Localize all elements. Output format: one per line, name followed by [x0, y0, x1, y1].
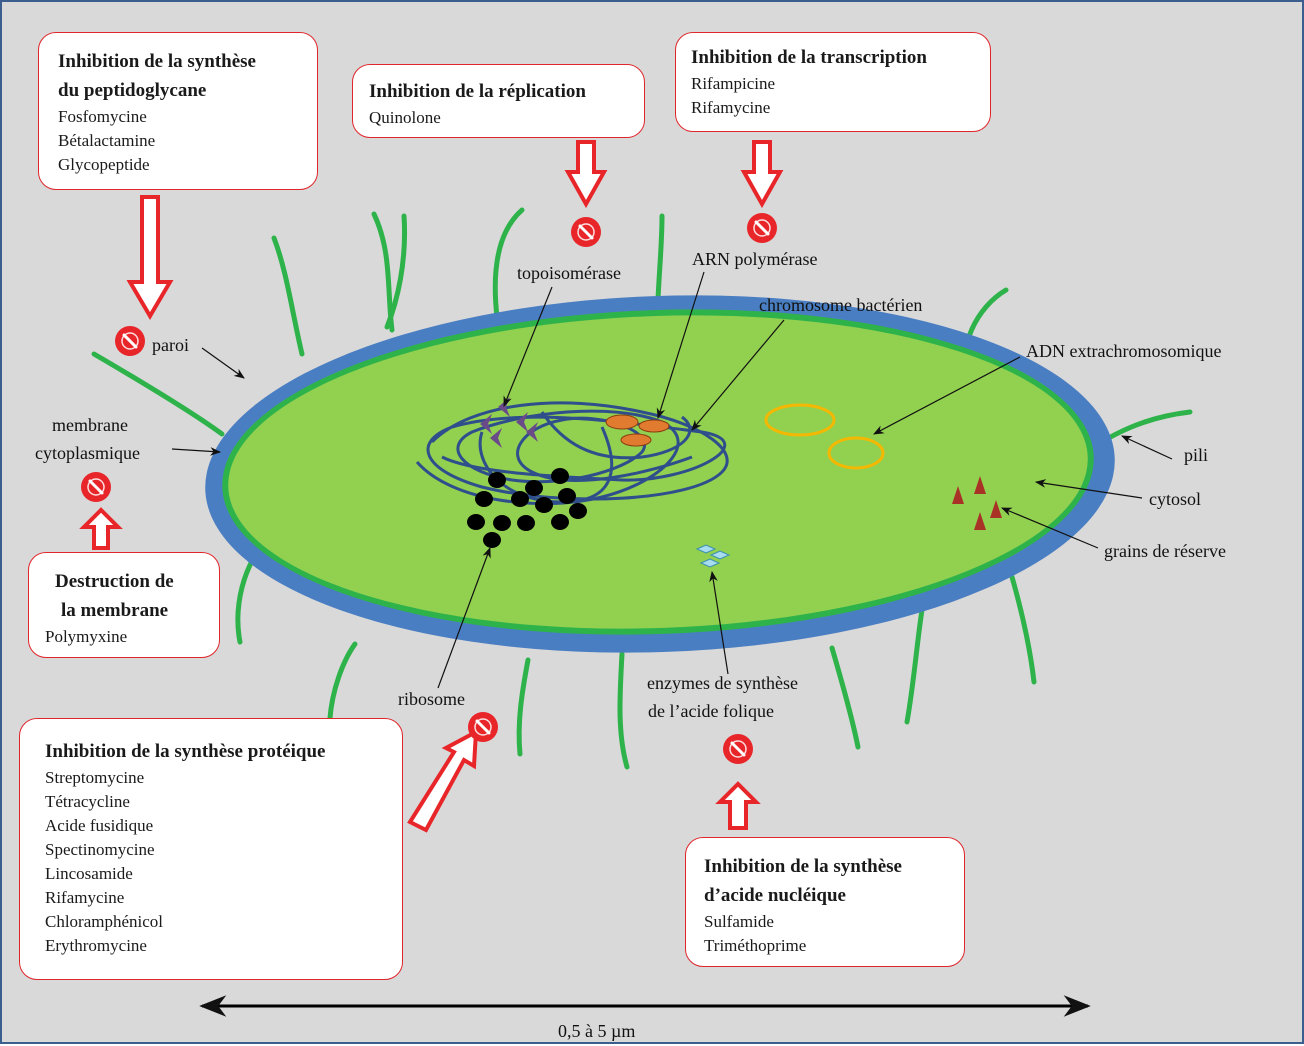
label-plasmid: ADN extrachromosomique: [1026, 341, 1222, 361]
label-cytosol: cytosol: [1149, 489, 1201, 509]
folic-acid-enzymes: [695, 544, 731, 568]
drug-item: Tétracycline: [45, 792, 130, 811]
box-title: Inhibition de la réplication: [369, 81, 586, 102]
label-membrane-line2: cytoplasmique: [35, 443, 140, 463]
plasmids: [764, 403, 885, 470]
drug-item: Polymyxine: [45, 627, 128, 646]
box-membrane-destruction: Destruction de la membrane Polymyxine: [28, 552, 220, 658]
label-scale: 0,5 à 5 µm: [558, 1021, 636, 1041]
label-rna-polymerase: ARN polymérase: [692, 249, 818, 269]
box-peptidoglycan-inhibition: Inhibition de la synthèse du peptidoglyc…: [38, 32, 318, 190]
box-title-line2: du peptidoglycane: [58, 80, 207, 101]
drug-item: Bétalactamine: [58, 131, 156, 150]
box-title-line1: Inhibition de la synthèse: [704, 856, 902, 877]
drug-item: Lincosamide: [45, 864, 133, 883]
label-enzymes-line1: enzymes de synthèse: [647, 673, 798, 693]
arrow-icon: [407, 728, 479, 833]
inhibition-icon: [721, 732, 755, 766]
label-pili: pili: [1184, 445, 1209, 465]
inhibition-icon: [569, 215, 603, 249]
drug-item: Rifampicine: [691, 74, 776, 93]
box-title: Inhibition de la synthèse protéique: [45, 741, 326, 762]
pili: [91, 207, 1193, 770]
drug-item: Rifamycine: [45, 888, 125, 907]
arrow-icon: [79, 507, 123, 550]
drug-item: Erythromycine: [45, 936, 147, 955]
drug-item: Quinolone: [369, 108, 441, 127]
drug-item: Streptomycine: [45, 768, 145, 787]
label-paroi: paroi: [152, 335, 189, 355]
label-ribosome: ribosome: [398, 689, 465, 709]
drug-item: Spectinomycine: [45, 840, 155, 859]
box-replication-inhibition: Inhibition de la réplication Quinolone: [352, 64, 645, 138]
inhibition-arrows: [79, 140, 784, 833]
box-protein-synthesis-inhibition: Inhibition de la synthèse protéique Stre…: [19, 718, 403, 980]
drug-item: Acide fusidique: [45, 816, 154, 835]
drug-item: Glycopeptide: [58, 155, 150, 174]
drug-item: Fosfomycine: [58, 107, 147, 126]
box-transcription-inhibition: Inhibition de la transcription Rifampici…: [675, 32, 991, 132]
ribosomes: [467, 468, 587, 548]
drug-item: Rifamycine: [691, 98, 771, 117]
box-title: Inhibition de la transcription: [691, 47, 927, 68]
box-title-line1: Inhibition de la synthèse: [58, 51, 256, 72]
rna-polymerase-molecules: [605, 414, 670, 447]
box-title-line2: la membrane: [61, 600, 169, 621]
inhibition-icon: [745, 211, 779, 245]
inhibition-icon: [79, 470, 113, 504]
drug-item: Sulfamide: [704, 912, 774, 931]
box-title-line1: Destruction de: [55, 571, 174, 592]
inhibition-icon: [466, 710, 500, 744]
pointer-arrows: [171, 271, 1173, 689]
box-title-line2: d’acide nucléique: [704, 885, 846, 906]
label-membrane-line1: membrane: [52, 415, 128, 435]
label-topoisomerase: topoisomérase: [517, 263, 621, 283]
drug-item: Chloramphénicol: [45, 912, 164, 931]
arrow-icon: [740, 140, 784, 209]
box-nucleic-acid-inhibition: Inhibition de la synthèse d’acide nucléi…: [685, 837, 965, 967]
label-reserve-grains: grains de réserve: [1104, 541, 1226, 561]
label-enzymes-line2: de l’acide folique: [648, 701, 774, 721]
arrow-icon: [126, 195, 174, 320]
arrow-icon: [564, 140, 608, 209]
inhibition-icon: [113, 324, 147, 358]
label-chromosome: chromosome bactérien: [759, 295, 923, 315]
arrow-icon: [715, 781, 761, 830]
drug-item: Triméthoprime: [704, 936, 807, 955]
reserve-grains: [952, 476, 1002, 530]
